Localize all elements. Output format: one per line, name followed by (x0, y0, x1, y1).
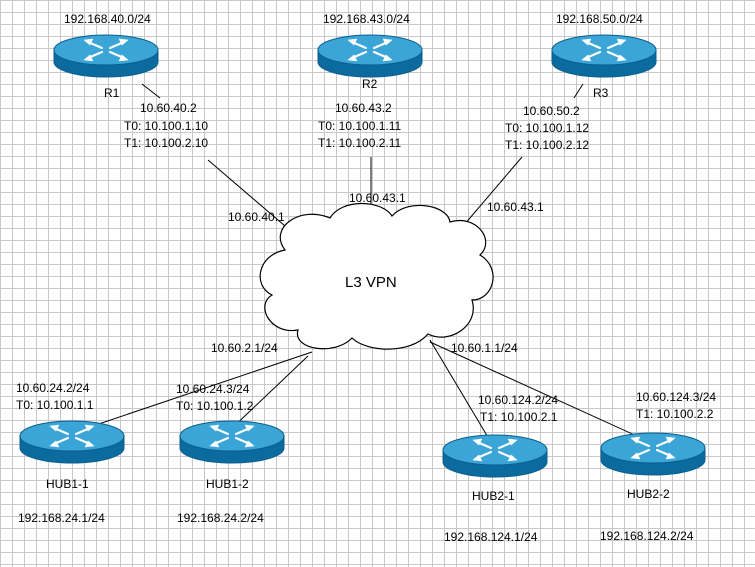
router-r1-icon[interactable] (52, 33, 160, 79)
link-r1-label (141, 83, 161, 99)
link-hub1-1-cloud (74, 351, 313, 433)
r3-network: 192.168.50.0/24 (556, 12, 643, 26)
hub2-1-name: HUB2-1 (472, 489, 515, 503)
r1-name: R1 (104, 86, 120, 100)
router-hub1-2-icon[interactable] (178, 419, 286, 465)
link-hub2-2-cloud (429, 341, 651, 443)
hub2-2-network: 192.168.124.2/24 (600, 529, 694, 543)
hub1-1-tunnel: T0: 10.100.1.1 (16, 398, 94, 412)
r1-ip: 10.60.40.2 (140, 101, 197, 115)
l3-vpn-cloud (259, 202, 494, 350)
cloud-r1-ip: 10.60.40.1 (228, 210, 285, 224)
cloud-r3-ip: 10.60.43.1 (487, 200, 544, 214)
router-hub2-2-icon[interactable] (599, 431, 707, 477)
router-hub1-1-icon[interactable] (18, 419, 126, 465)
hub1-1-name: HUB1-1 (46, 477, 89, 491)
hub1-1-network: 192.168.24.1/24 (18, 511, 105, 525)
r3-t0: T0: 10.100.1.12 (505, 121, 590, 135)
r3-name: R3 (593, 86, 609, 100)
router-hub2-1-icon[interactable] (441, 433, 549, 479)
r3-ip: 10.60.50.2 (523, 104, 580, 118)
link-r3-label (573, 83, 584, 99)
links (74, 83, 651, 445)
r1-t0: T0: 10.100.1.10 (124, 119, 209, 133)
r2-t0: T0: 10.100.1.11 (318, 119, 402, 133)
hub1-2-ip: 10.60.24.3/24 (176, 382, 250, 396)
hub2-1-network: 192.168.124.1/24 (444, 530, 538, 544)
link-r1-cloud (207, 159, 293, 233)
hub1-2-tunnel: T0: 10.100.1.2 (176, 399, 254, 413)
link-r3-cloud (457, 156, 523, 233)
router-r2-icon[interactable] (316, 33, 424, 79)
link-hub1-2-cloud (227, 355, 309, 433)
hub1-2-name: HUB1-2 (206, 477, 249, 491)
hub2-2-ip: 10.60.124.3/24 (636, 390, 717, 404)
link-hub2-1-cloud (429, 339, 493, 445)
hub2-2-name: HUB2-2 (627, 487, 670, 501)
router-r3-icon[interactable] (550, 33, 658, 79)
r1-network: 192.168.40.0/24 (64, 12, 151, 26)
hub1-1-ip: 10.60.24.2/24 (16, 381, 90, 395)
hub1-2-network: 192.168.24.2/24 (177, 511, 264, 525)
cloud-hub2-ip: 10.60.1.1/24 (451, 341, 518, 355)
cloud-label: L3 VPN (345, 274, 397, 291)
r3-t1: T1: 10.100.2.12 (505, 138, 590, 152)
r2-network: 192.168.43.0/24 (323, 12, 410, 26)
cloud-hub1-ip: 10.60.2.1/24 (211, 341, 278, 355)
hub2-2-tunnel: T1: 10.100.2.2 (636, 407, 714, 421)
hub2-1-tunnel: T1: 10.100.2.1 (480, 410, 558, 424)
r1-t1: T1: 10.100.2.10 (124, 136, 209, 150)
r2-ip: 10.60.43.2 (335, 101, 392, 115)
r2-name: R2 (362, 77, 378, 91)
r2-t1: T1: 10.100.2.11 (318, 136, 402, 150)
cloud-r2-ip: 10.60.43.1 (349, 191, 406, 205)
hub2-1-ip: 10.60.124.2/24 (478, 393, 559, 407)
